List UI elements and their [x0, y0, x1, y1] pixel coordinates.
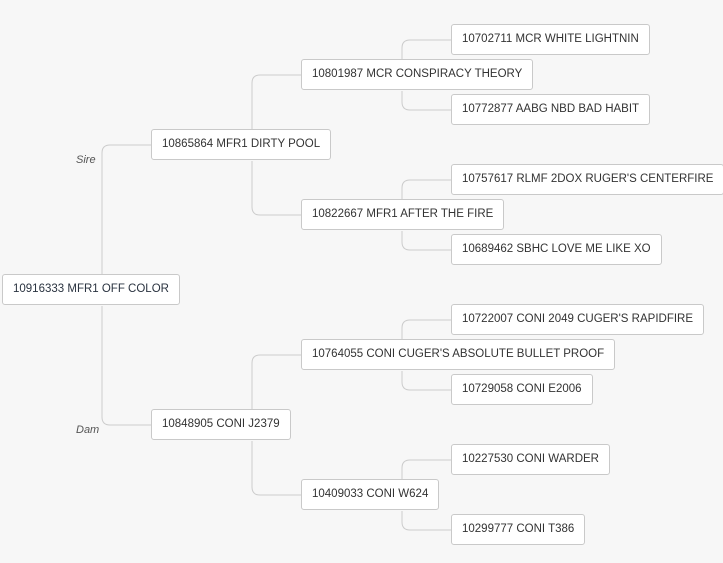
connector-root-dam — [101, 306, 151, 426]
node-dam-sire-dam[interactable]: 10729058 CONI E2006 — [451, 374, 593, 405]
node-sire-dam[interactable]: 10822667 MFR1 AFTER THE FIRE — [301, 199, 505, 230]
connector-gg-5 — [401, 319, 451, 339]
node-dam-dam-dam[interactable]: 10299777 CONI T386 — [451, 514, 586, 545]
node-dam-dam[interactable]: 10409033 CONI W624 — [301, 479, 440, 510]
node-sire-dam-sire[interactable]: 10757617 RLMF 2DOX RUGER'S CENTERFIRE — [451, 164, 723, 195]
connector-gg-8 — [401, 511, 451, 531]
node-dam-dam-sire[interactable]: 10227530 CONI WARDER — [451, 444, 610, 475]
dam-label: Dam — [76, 424, 100, 436]
node-sire-sire[interactable]: 10801987 MCR CONSPIRACY THEORY — [301, 59, 534, 90]
connector-dam-dam — [251, 441, 301, 496]
node-dam[interactable]: 10848905 CONI J2379 — [151, 409, 291, 440]
node-sire[interactable]: 10865864 MFR1 DIRTY POOL — [151, 129, 332, 160]
node-dam-sire[interactable]: 10764055 CONI CUGER'S ABSOLUTE BULLET PR… — [301, 339, 616, 370]
connector-gg-4 — [401, 231, 451, 251]
node-subject[interactable]: 10916333 MFR1 OFF COLOR — [2, 274, 180, 305]
node-sire-sire-dam[interactable]: 10772877 AABG NBD BAD HABIT — [451, 94, 651, 125]
node-dam-sire-sire[interactable]: 10722007 CONI 2049 CUGER'S RAPIDFIRE — [451, 304, 705, 335]
connector-gg-7 — [401, 459, 451, 479]
sire-label: Sire — [76, 154, 96, 166]
connector-dam-sire — [251, 354, 301, 409]
connector-gg-2 — [401, 91, 451, 111]
connector-sire-dam — [251, 161, 301, 216]
node-sire-dam-dam[interactable]: 10689462 SBHC LOVE ME LIKE XO — [451, 234, 662, 265]
connector-root-sire — [101, 144, 151, 274]
connector-gg-3 — [401, 179, 451, 199]
connector-sire-sire — [251, 74, 301, 129]
node-sire-sire-sire[interactable]: 10702711 MCR WHITE LIGHTNIN — [451, 24, 650, 55]
connector-gg-6 — [401, 371, 451, 391]
connector-gg-1 — [401, 39, 451, 59]
